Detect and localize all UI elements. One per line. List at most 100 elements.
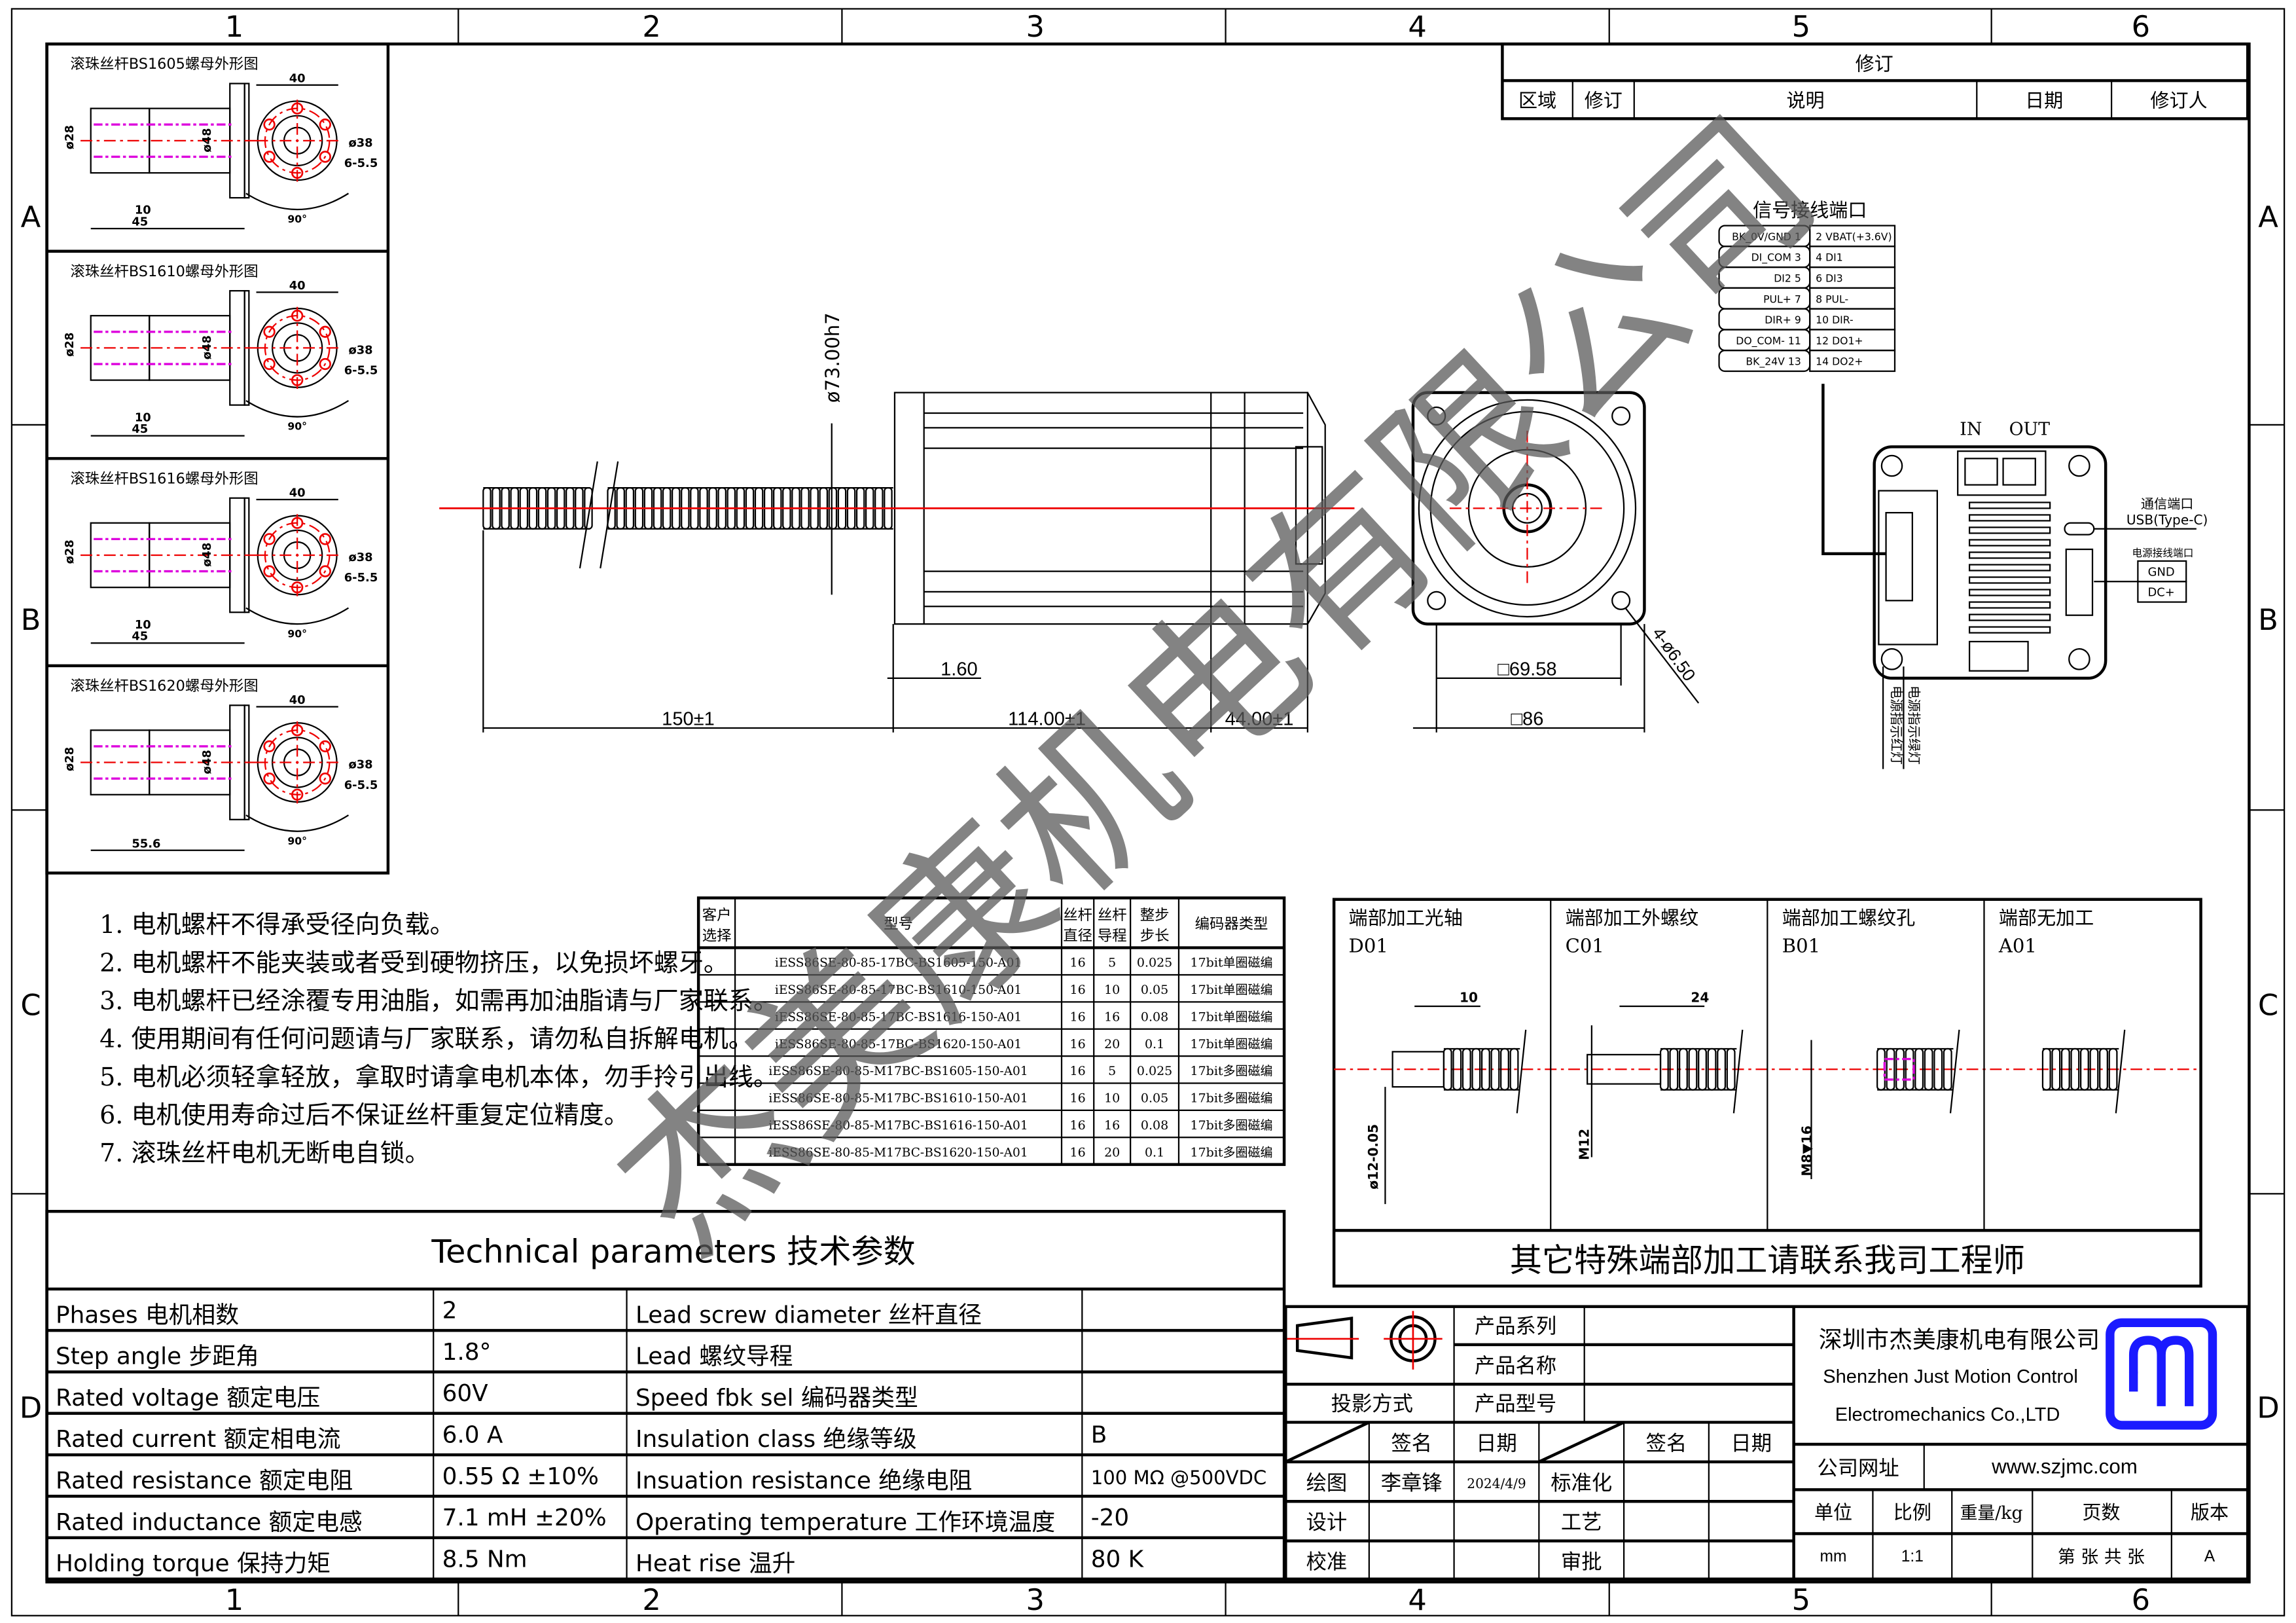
model-table: 客户选择型号丝杆直径丝杆导程整步步长编码器类型iESS86SE-80-85-17…: [696, 896, 1286, 1166]
tech-param-label: Rated resistance 额定电阻: [56, 1468, 353, 1495]
signal-pin-right: [1809, 350, 1896, 373]
customer-select-cell[interactable]: [702, 977, 732, 998]
revision-header-date: 日期: [2025, 89, 2063, 111]
row-label-right: C: [2258, 987, 2278, 1022]
heatsink-fin: [1968, 526, 2051, 534]
model-header-cell: 步长: [1140, 927, 1170, 944]
note-item: 5. 电机必须轻拿轻放，拿取时请拿电机本体，勿手拎引出线。: [99, 1063, 778, 1091]
nut-holes: 6-5.5: [344, 571, 378, 585]
signal-pin-right-label: 6 DI3: [1816, 272, 1843, 285]
end-footer-note: 其它特殊端部加工请联系我司工程师: [1510, 1241, 2025, 1279]
nut-length: 45: [132, 630, 148, 644]
model-cell: 0.1: [1145, 1145, 1164, 1159]
tech-param-label: Speed fbk sel 编码器类型: [636, 1385, 918, 1412]
tech-param-value: 6.0 A: [442, 1422, 503, 1449]
note-item: 6. 电机使用寿命过后不保证丝杆重复定位精度。: [99, 1101, 629, 1129]
note-item: 7. 滚珠丝杆电机无断电自锁。: [99, 1139, 430, 1167]
model-header-cell: 整步: [1140, 907, 1170, 924]
model-cell: 16: [1070, 1091, 1086, 1106]
tech-param-value: 2: [442, 1298, 457, 1324]
draw-date: 2024/4/9: [1467, 1476, 1526, 1491]
column-label-bottom: 2: [642, 1582, 660, 1617]
company-name-cn: 深圳市杰美康机电有限公司: [1819, 1326, 2100, 1353]
heatsink-fin: [1968, 613, 2051, 621]
green-led-label: 电源指示绿灯: [1906, 685, 1922, 765]
nut-title: 滚珠丝杆BS1616螺母外形图: [70, 470, 258, 487]
body-length-dim: 114.00±1: [1008, 709, 1086, 730]
version-value: A: [2204, 1548, 2215, 1565]
signal-pin-right-label: 4 DI1: [1816, 251, 1843, 264]
model-cell: iESS86SE-80-85-M17BC-BS1620-150-A01: [768, 1146, 1028, 1159]
model-cell: 16: [1070, 1145, 1086, 1159]
row-label-left: A: [21, 200, 41, 234]
model-cell: 16: [1104, 1118, 1120, 1133]
approve-label: 审批: [1561, 1550, 1602, 1574]
flange-gap-dim: 1.60: [941, 659, 978, 680]
model-cell: iESS86SE-80-85-17BC-BS1616-150-A01: [775, 1010, 1022, 1024]
tech-param-label: Rated current 额定相电流: [56, 1426, 341, 1453]
model-cell: 16: [1070, 956, 1086, 970]
tech-param-value: B: [1091, 1422, 1107, 1449]
website-label: 公司网址: [1817, 1457, 1899, 1480]
nut-flange-size: 40: [289, 693, 306, 707]
row-label-right: A: [2258, 200, 2278, 234]
signal-pin-right-label: 2 VBAT(+3.6V): [1816, 230, 1892, 243]
tech-param-label: Lead 螺纹导程: [636, 1343, 793, 1370]
model-table-border: [696, 896, 1286, 1166]
nut-pcd: ø38: [348, 551, 372, 564]
flange-size-dim: □86: [1511, 709, 1543, 730]
nut-angle: 90°: [287, 420, 307, 433]
customer-select-cell[interactable]: [702, 951, 732, 971]
end-option-title: 端部加工光轴: [1349, 907, 1463, 929]
scale-value: 1:1: [1901, 1548, 1924, 1565]
nut-title: 滚珠丝杆BS1605螺母外形图: [70, 56, 258, 73]
nut-title: 滚珠丝杆BS1610螺母外形图: [70, 263, 258, 280]
tech-param-label: Rated inductance 额定电感: [56, 1509, 363, 1536]
note-item: 2. 电机螺杆不能夹装或者受到硬物挤压，以免损坏螺牙。: [99, 948, 728, 977]
title-block: 产品系列 产品名称 产品型号 投影方式 签名 日期 签名 日期 绘图 李章锋 2…: [1284, 1305, 2250, 1581]
nut-inner-dia: ø28: [63, 747, 77, 771]
mount-holes-dim: 4-ø6.50: [1649, 624, 1700, 685]
model-header-cell: 选择: [702, 927, 732, 944]
note-item: 3. 电机螺杆已经涂覆专用油脂，如需再加油脂请与厂家联系。: [99, 987, 778, 1015]
model-header-cell: 型号: [884, 915, 913, 932]
model-cell: 17bit多圈磁编: [1190, 1091, 1272, 1106]
nut-outer-dia: ø48: [200, 750, 214, 774]
heatsink-fin: [1968, 501, 2051, 509]
weight-label: 重量/kg: [1960, 1503, 2023, 1523]
tech-param-value: 0.55 Ω ±10%: [442, 1463, 599, 1490]
scale-label: 比例: [1893, 1501, 1931, 1523]
tech-param-value: 60V: [442, 1380, 489, 1407]
design-label: 设计: [1306, 1511, 1348, 1535]
date-header-1: 日期: [1476, 1432, 1517, 1455]
website-link[interactable]: www.szjmc.com: [1991, 1455, 2138, 1478]
model-cell: 16: [1104, 1010, 1120, 1024]
nut-pcd: ø38: [348, 136, 372, 150]
model-cell: 17bit多圈磁编: [1190, 1064, 1272, 1078]
column-label-top: 1: [225, 9, 243, 44]
model-header-cell: 客户: [702, 907, 732, 924]
signal-pin-right-label: 14 DO2+: [1816, 356, 1863, 368]
nut-angle: 90°: [287, 213, 307, 225]
company-name-en-2: Electromechanics Co.,LTD: [1835, 1404, 2060, 1425]
driver-length-dim: 44.00±1: [1225, 709, 1294, 730]
check-label: 校准: [1306, 1550, 1348, 1574]
row-label-right: D: [2257, 1391, 2279, 1425]
revision-header-area: 区域: [1518, 89, 1556, 111]
company-name-en-1: Shenzhen Just Motion Control: [1823, 1366, 2078, 1387]
note-item: 4. 使用期间有任何问题请与厂家联系，请勿私自拆解电机。: [99, 1025, 753, 1053]
hole-pitch-dim: □69.58: [1498, 659, 1556, 680]
